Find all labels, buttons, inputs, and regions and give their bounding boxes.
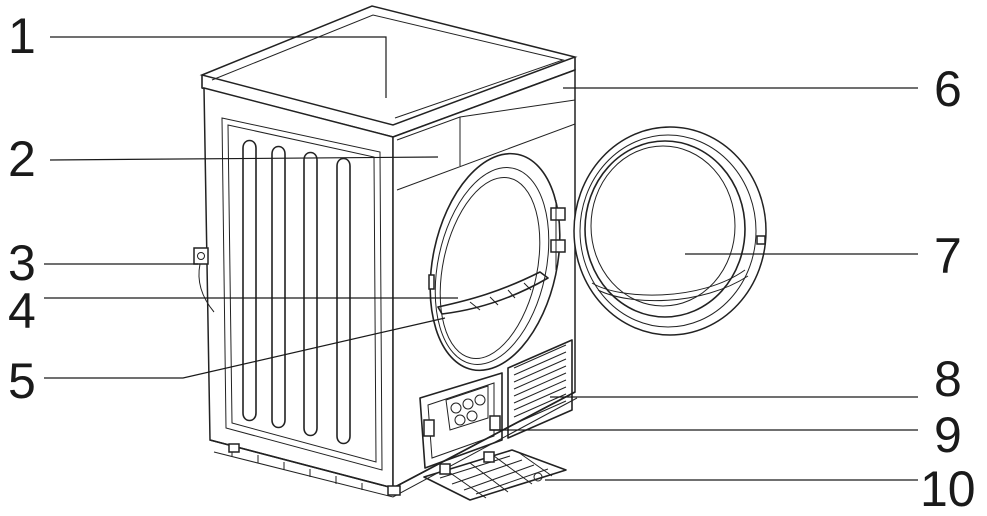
callout-4: 4 xyxy=(8,283,36,339)
leader-2 xyxy=(49,156,439,161)
callout-3: 3 xyxy=(8,235,36,291)
maintenance-cover xyxy=(423,449,567,501)
callout-9: 9 xyxy=(934,407,962,463)
leader-5 xyxy=(44,317,446,379)
callout-5: 5 xyxy=(8,353,36,409)
side-ribs xyxy=(242,139,351,445)
open-door xyxy=(573,126,767,336)
callout-6: 6 xyxy=(934,61,962,117)
callout-7: 7 xyxy=(934,228,962,284)
dryer-body xyxy=(199,5,578,498)
lint-filter xyxy=(437,271,549,315)
door-hinges xyxy=(550,200,566,270)
door-opening xyxy=(428,152,561,372)
callout-10: 10 xyxy=(920,461,976,516)
leader-lines xyxy=(44,36,918,481)
leader-1 xyxy=(50,36,387,98)
callout-2: 2 xyxy=(8,131,36,187)
condenser-compartment xyxy=(419,372,503,469)
power-socket xyxy=(193,247,215,313)
vent-grille xyxy=(507,339,573,439)
callout-8: 8 xyxy=(934,351,962,407)
callout-1: 1 xyxy=(8,8,36,64)
side-panel xyxy=(203,87,394,489)
callout-numbers: 1 2 3 4 5 6 7 8 9 10 xyxy=(8,8,976,516)
